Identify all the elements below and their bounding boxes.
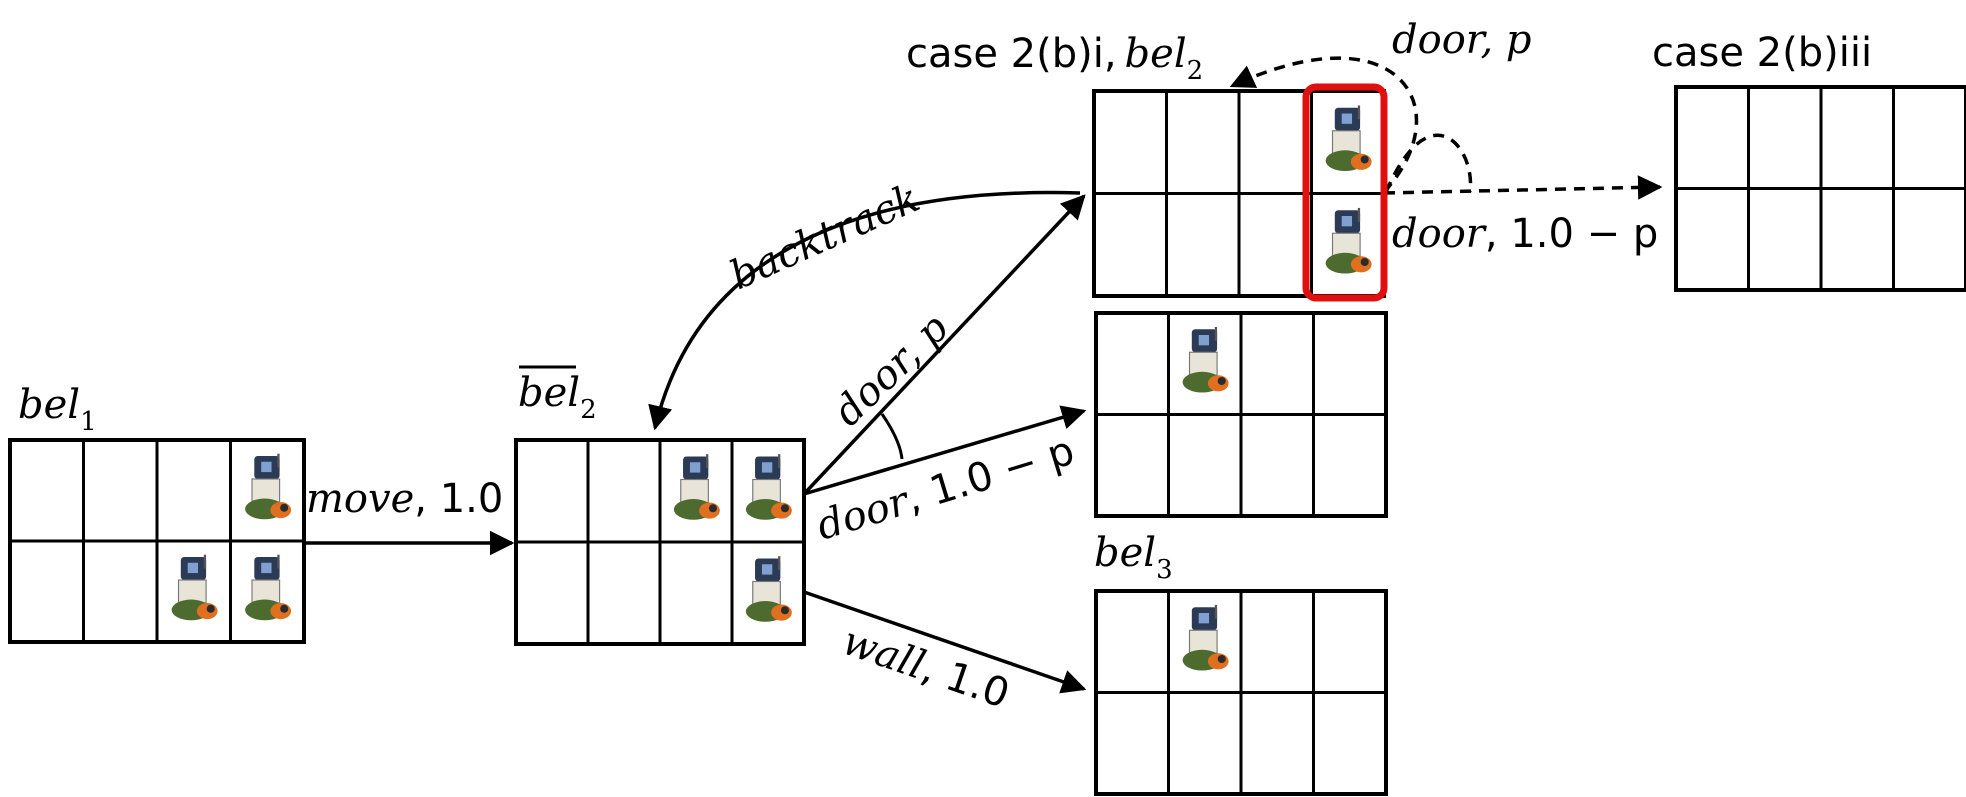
- arrow-door-1mp-dashed: [1383, 175, 1663, 200]
- arrow-door-p-loop: [1229, 56, 1419, 194]
- highlight-box: [1302, 83, 1388, 302]
- label-backtrack: backtrack: [723, 175, 926, 299]
- grid-case2biii: [1674, 85, 1966, 292]
- angle-arc: [880, 413, 904, 460]
- arrow-door-p: [802, 194, 1086, 496]
- label-door-1mp: door, 1.0 − p: [811, 428, 1079, 550]
- label-move: move, 1.0: [306, 476, 503, 522]
- label-case-2biii: case 2(b)iii: [1652, 30, 1872, 76]
- label-bel2-bar: bel2: [518, 370, 597, 425]
- dashed-arc: [1384, 133, 1473, 193]
- arrow-backtrack: [648, 190, 1081, 431]
- arrow-wall: [803, 590, 1087, 694]
- grid-bel2-case2bi: [1092, 89, 1386, 298]
- label-bel3: bel3: [1094, 530, 1173, 585]
- label-door-1mp-right: door, 1.0 − p: [1392, 211, 1658, 257]
- label-case-2bi: case 2(b)i,bel2: [906, 31, 1203, 86]
- label-bel1: bel1: [18, 382, 97, 437]
- arrow-door-1mp: [803, 405, 1087, 496]
- grid-bel2bar: [514, 438, 806, 646]
- grid-bel1: [8, 438, 306, 644]
- grid-bel3: [1094, 589, 1388, 796]
- grid-door-branch: [1094, 311, 1388, 518]
- label-door-p-top: door, p: [1392, 17, 1532, 63]
- label-door-p: door, p: [825, 305, 957, 435]
